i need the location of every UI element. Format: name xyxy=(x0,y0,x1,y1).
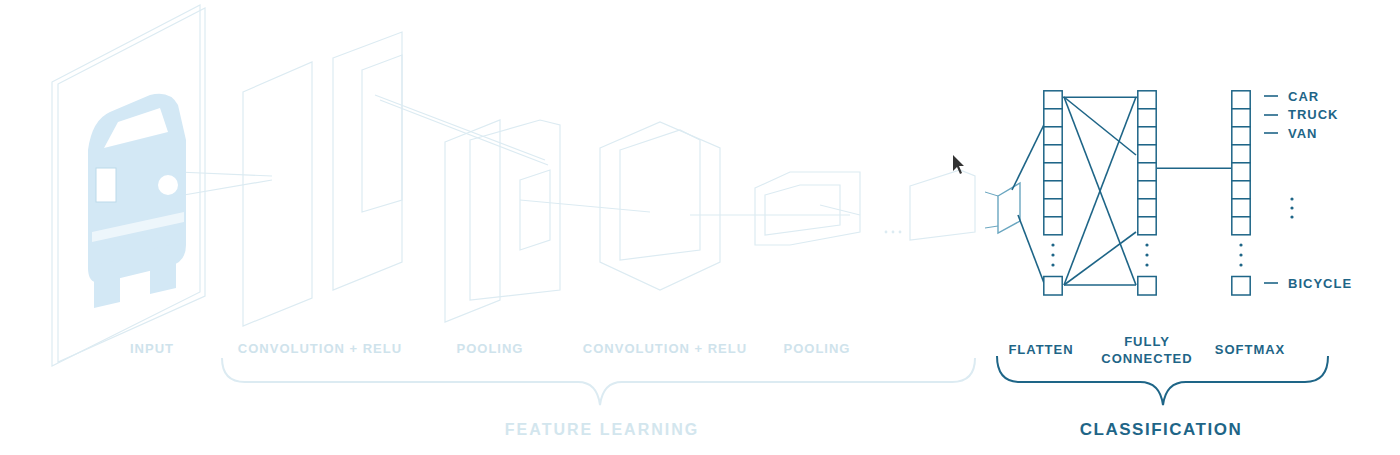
ellipsis-dots xyxy=(885,231,902,234)
neuron-stack xyxy=(1043,90,1063,296)
car-picture xyxy=(88,94,186,308)
stage-label: POOLING xyxy=(784,340,851,357)
neuron-stack xyxy=(1231,90,1251,296)
stage-label: POOLING xyxy=(457,340,524,357)
mouse-cursor xyxy=(953,155,964,174)
layer-column: FLATTEN xyxy=(1043,90,1063,296)
stage-label: CONVOLUTION + RELU xyxy=(583,340,747,357)
layer-label: FULLY CONNECTED xyxy=(1101,333,1193,367)
stage-label: INPUT xyxy=(130,340,174,357)
class-label: VAN xyxy=(1288,125,1317,142)
neuron-stack xyxy=(1137,90,1157,296)
layer-column: FULLY CONNECTED xyxy=(1137,90,1157,296)
layer-label: FLATTEN xyxy=(1008,341,1073,358)
class-label: BICYCLE xyxy=(1288,275,1352,292)
class-label: TRUCK xyxy=(1288,106,1339,123)
weight-connector xyxy=(1157,167,1231,169)
stage-label: CONVOLUTION + RELU xyxy=(238,340,402,357)
weight-connector xyxy=(1063,96,1137,98)
class-dashes xyxy=(1264,96,1278,283)
feature-bracket xyxy=(222,358,975,405)
dense-weights xyxy=(1064,97,1136,285)
feature-layers xyxy=(52,5,975,366)
layer-column: SOFTMAX xyxy=(1231,90,1251,296)
class-dots xyxy=(1290,197,1293,218)
section-label: CLASSIFICATION xyxy=(1080,420,1242,440)
class-label: CAR xyxy=(1288,88,1319,105)
layer-label: SOFTMAX xyxy=(1215,341,1286,358)
section-label: FEATURE LEARNING xyxy=(505,420,699,440)
